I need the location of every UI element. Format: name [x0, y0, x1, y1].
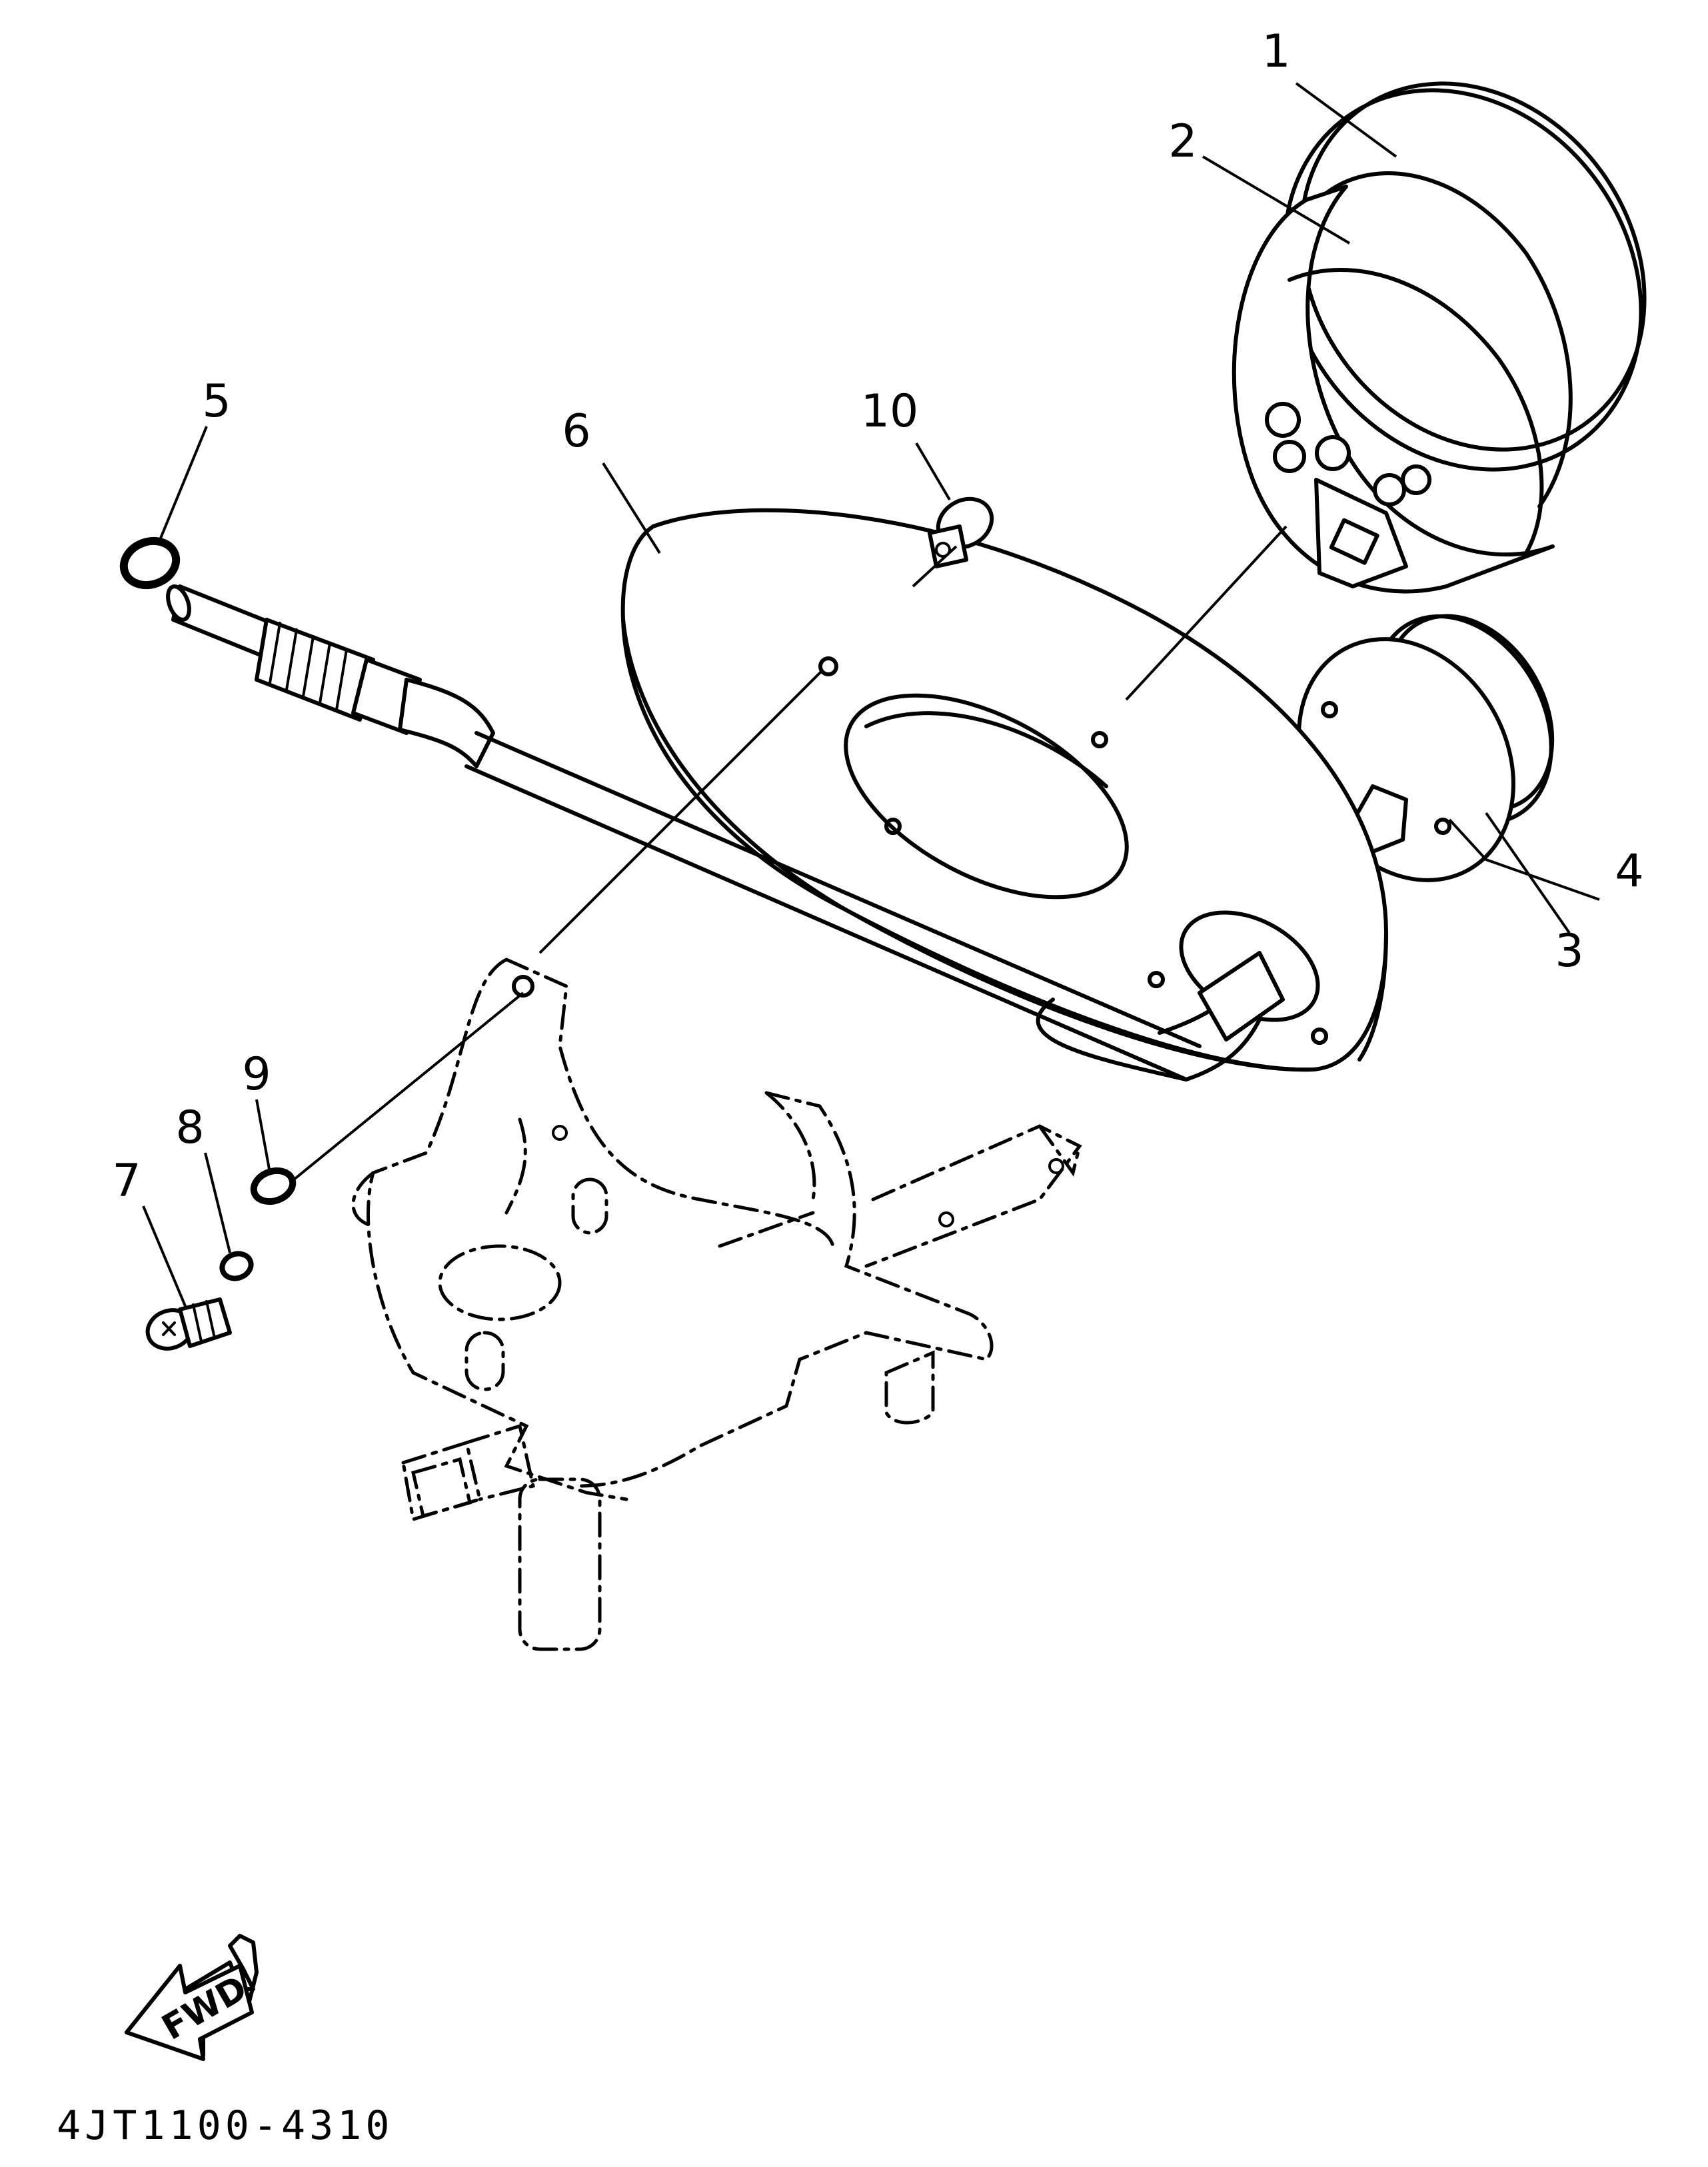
- instrument-panel-plate: [620, 508, 1388, 1072]
- callout-leaders: [142, 82, 1600, 1307]
- callout-5: 5: [202, 375, 231, 428]
- grommet: [928, 496, 994, 568]
- callout-1: 1: [1262, 25, 1290, 78]
- gauge-terminal-block: [1265, 402, 1431, 588]
- callout-8: 8: [175, 1101, 204, 1154]
- washer: [250, 1167, 297, 1205]
- assembly-guide-lines: [289, 525, 1287, 1184]
- callout-6: 6: [562, 405, 590, 458]
- callout-7: 7: [112, 1155, 141, 1207]
- speedometer-cable: [166, 584, 1285, 1082]
- lock-washer: [219, 1251, 254, 1281]
- fwd-direction-arrow: FWD: [125, 1934, 259, 2061]
- callout-numbers: 1 2 3 4 5 6 7 8 9 10: [112, 25, 1643, 1207]
- callout-2: 2: [1168, 115, 1197, 168]
- callout-9: 9: [242, 1048, 271, 1101]
- mounting-bracket-frame: [351, 958, 1082, 1651]
- screw: [145, 1297, 232, 1351]
- speedometer-gauge: [1232, 81, 1647, 594]
- callout-4: 4: [1615, 845, 1643, 898]
- o-ring: [119, 536, 181, 590]
- callout-3: 3: [1555, 925, 1583, 978]
- diagram-code: 4JT1100-4310: [57, 2102, 393, 2149]
- callout-10: 10: [861, 385, 919, 438]
